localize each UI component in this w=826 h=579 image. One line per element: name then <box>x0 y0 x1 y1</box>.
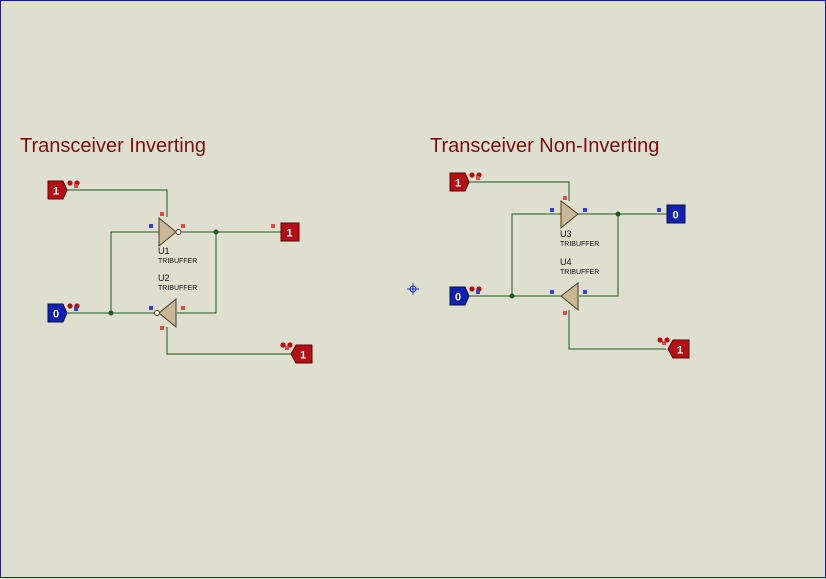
logic-state-value: 1 <box>677 345 683 357</box>
buffer-triangle-icon <box>560 281 579 312</box>
pin-state-marker <box>476 176 480 180</box>
logic-probe-icon <box>47 180 68 200</box>
junction-dot <box>108 310 114 316</box>
tribuffer-u2[interactable]: U2 TRIBUFFER <box>149 273 197 330</box>
wire <box>67 189 168 217</box>
wire <box>511 213 561 296</box>
inversion-bubble-icon <box>175 229 182 235</box>
component-type: TRIBUFFER <box>560 241 599 248</box>
left-wires <box>67 189 291 355</box>
logic-state-probe-left-enable-bottom[interactable]: 1 <box>280 342 313 364</box>
pin-state-marker <box>563 311 567 315</box>
pin-state-marker <box>550 290 554 294</box>
logic-state-probe-right-enable-bottom[interactable]: 1 <box>657 337 690 359</box>
buffer-triangle-icon <box>158 216 177 248</box>
pin-state-marker <box>563 196 567 200</box>
probe-knob-icon <box>67 303 73 309</box>
tribuffer-u4[interactable]: U4 TRIBUFFER <box>550 257 599 315</box>
wire <box>110 231 159 313</box>
pin-state-marker <box>181 306 185 310</box>
probe-knob-icon <box>280 342 286 348</box>
right-schematic-title: Transceiver Non-Inverting <box>430 135 659 157</box>
logic-probe-icon <box>47 303 68 323</box>
pin-state-marker <box>149 306 153 310</box>
logic-state-value: 0 <box>53 309 59 321</box>
probe-knob-icon <box>657 337 663 343</box>
pin-state-marker <box>160 326 164 330</box>
logic-state-value: 1 <box>455 178 461 190</box>
logic-monitor-icon <box>280 222 300 242</box>
junction-dot <box>615 211 621 217</box>
logic-state-probe-left-input[interactable]: 0 <box>47 303 80 323</box>
pin-state-marker <box>662 341 666 345</box>
crosshair-cursor-icon <box>407 283 419 295</box>
wire <box>166 327 291 355</box>
logic-state-value: 1 <box>300 350 306 362</box>
logic-state-probe-left-enable-top[interactable]: 1 <box>47 180 80 200</box>
logic-state-probe-right-enable-top[interactable]: 1 <box>449 172 482 192</box>
pin-state-marker <box>285 346 289 350</box>
pin-state-marker <box>271 224 275 228</box>
left-schematic-title: Transceiver Inverting <box>20 135 206 157</box>
probe-knob-icon <box>469 286 475 292</box>
pin-state-marker <box>74 184 78 188</box>
probe-knob-icon <box>67 180 73 186</box>
probe-knob-icon <box>469 172 475 178</box>
logic-state-value: 0 <box>455 292 461 304</box>
pin-state-marker <box>160 212 164 216</box>
pin-state-marker <box>149 224 153 228</box>
component-type: TRIBUFFER <box>560 269 599 276</box>
wire <box>469 181 570 201</box>
buffer-triangle-icon <box>158 297 177 329</box>
wire <box>177 232 217 314</box>
pin-state-marker <box>181 224 185 228</box>
pin-state-marker <box>583 208 587 212</box>
logic-probe-icon <box>449 286 470 306</box>
wire <box>568 310 666 350</box>
logic-state-value: 0 <box>673 210 679 222</box>
component-ref: U3 <box>560 229 572 239</box>
component-ref: U1 <box>158 246 170 256</box>
junction-dot <box>213 229 219 235</box>
component-type: TRIBUFFER <box>158 285 197 292</box>
tribuffer-u3[interactable]: U3 TRIBUFFER <box>550 196 599 248</box>
pin-state-marker <box>657 208 661 212</box>
right-wires <box>469 181 669 350</box>
logic-probe-icon <box>449 172 470 192</box>
logic-state-value: 1 <box>287 228 293 240</box>
buffer-triangle-icon <box>560 199 579 230</box>
tribuffer-u1[interactable]: U1 TRIBUFFER <box>149 212 197 265</box>
logic-state-monitor-left-output[interactable]: 1 <box>271 222 300 242</box>
logic-probe-icon <box>667 339 690 359</box>
component-type: TRIBUFFER <box>158 258 197 265</box>
wire <box>579 214 619 297</box>
pin-state-marker <box>583 290 587 294</box>
pin-state-marker <box>74 307 78 311</box>
logic-state-probe-right-input[interactable]: 0 <box>449 286 482 306</box>
junction-dot <box>509 293 515 299</box>
pin-state-marker <box>550 208 554 212</box>
pin-state-marker <box>476 290 480 294</box>
component-ref: U2 <box>158 273 170 283</box>
inversion-bubble-icon <box>154 310 160 316</box>
component-ref: U4 <box>560 257 572 267</box>
logic-state-value: 1 <box>53 186 59 198</box>
logic-monitor-icon <box>666 204 686 224</box>
logic-probe-icon <box>290 344 313 364</box>
logic-state-monitor-right-output[interactable]: 0 <box>657 204 686 224</box>
